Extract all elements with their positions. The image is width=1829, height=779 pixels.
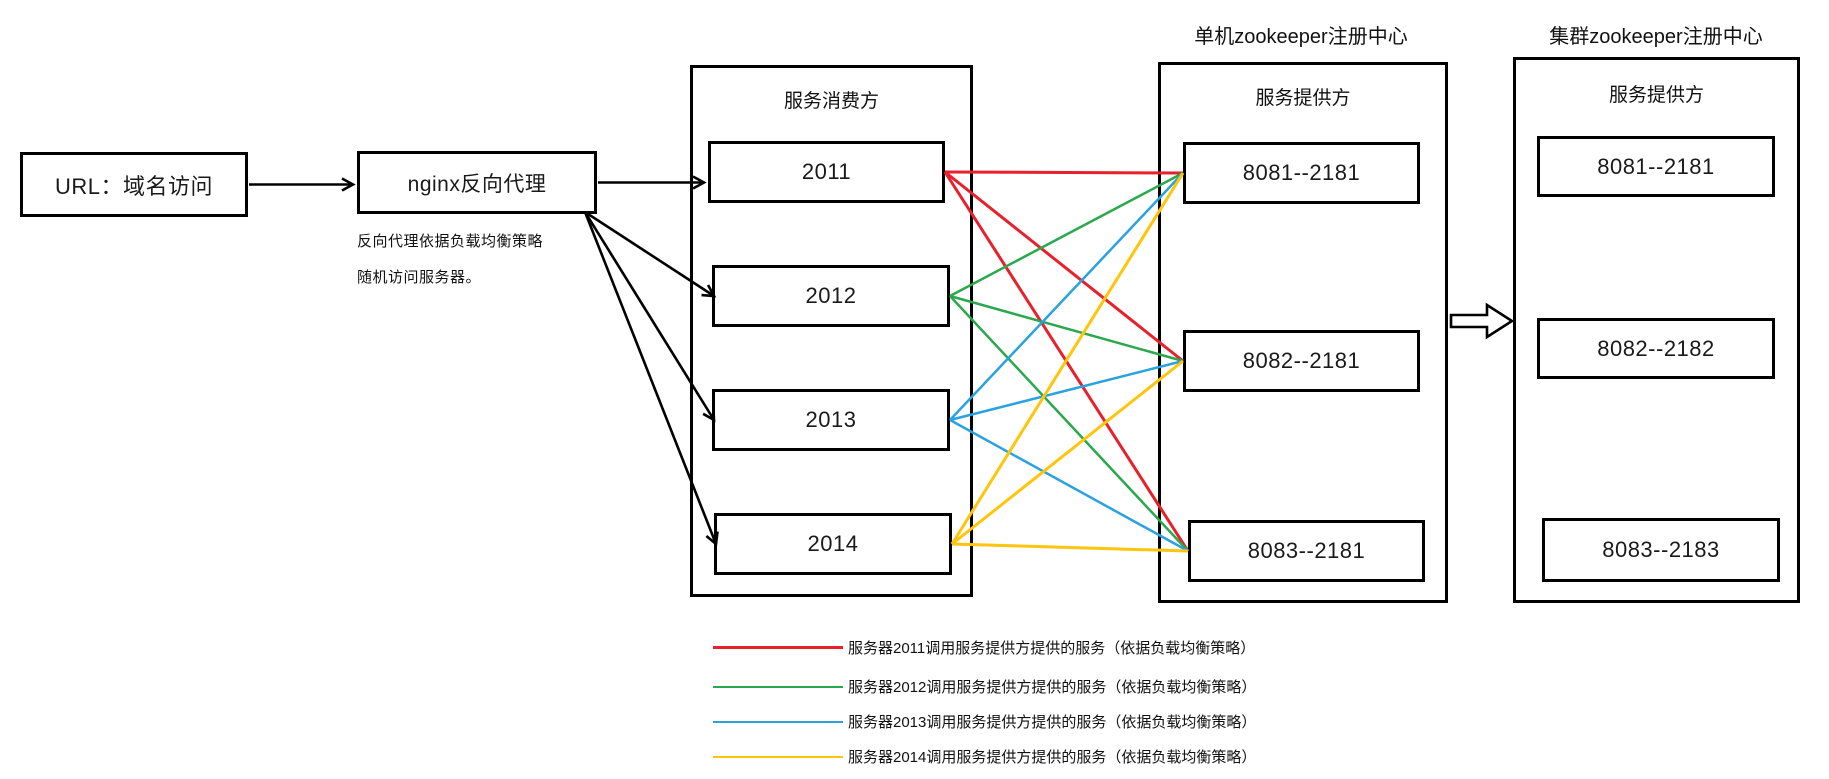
cluster-provider-box-8083-2183: 8083--2183 xyxy=(1542,518,1780,582)
legend-row: 服务器2014调用服务提供方提供的服务（依据负载均衡策略） xyxy=(713,746,1256,767)
legend-label: 服务器2013调用服务提供方提供的服务（依据负载均衡策略） xyxy=(848,714,1257,731)
connection-line xyxy=(949,418,1189,553)
cluster-provider-box-8082-2182: 8082--2182 xyxy=(1537,318,1775,379)
legend-label: 服务器2011调用服务提供方提供的服务（依据负载均衡策略） xyxy=(848,640,1256,657)
connection-line xyxy=(949,359,1184,422)
legend-row: 服务器2011调用服务提供方提供的服务（依据负载均衡策略） xyxy=(713,637,1255,658)
nginx-note-line-2: 随机访问服务器。 xyxy=(357,269,482,286)
connection-line xyxy=(951,359,1184,546)
migration-arrow xyxy=(1449,302,1515,340)
legend-line-2012-icon xyxy=(713,685,843,688)
cluster-zk-provider-title: 服务提供方 xyxy=(1608,85,1704,106)
legend-line-2011-icon xyxy=(713,646,843,649)
consumer-box-2013: 2013 xyxy=(712,389,950,451)
connection-line xyxy=(943,171,1190,552)
url-box: URL：域名访问 xyxy=(20,152,248,217)
connection-line xyxy=(949,295,1189,552)
legend-label: 服务器2014调用服务提供方提供的服务（依据负载均衡策略） xyxy=(848,749,1257,766)
consumer-box-2014: 2014 xyxy=(714,513,952,575)
connection-line xyxy=(951,542,1189,553)
single-zk-heading: 单机zookeeper注册中心 xyxy=(1194,26,1408,48)
connection-line xyxy=(944,170,1184,363)
legend-label: 服务器2012调用服务提供方提供的服务（依据负载均衡策略） xyxy=(848,679,1257,696)
nginx-note-line-1: 反向代理依据负载均衡策略 xyxy=(357,233,544,250)
cluster-zk-heading: 集群zookeeper注册中心 xyxy=(1549,26,1763,48)
single-zk-provider-title: 服务提供方 xyxy=(1255,88,1351,109)
connection-line xyxy=(950,172,1185,545)
consumer-panel-title: 服务消费方 xyxy=(783,91,879,112)
connection-line xyxy=(949,171,1184,298)
connection-line xyxy=(949,172,1184,421)
single-provider-box-8083-2181: 8083--2181 xyxy=(1188,520,1425,582)
consumer-box-2012: 2012 xyxy=(712,265,950,327)
connection-line xyxy=(944,170,1184,175)
legend-line-2013-icon xyxy=(713,720,843,723)
legend-row: 服务器2013调用服务提供方提供的服务（依据负载均衡策略） xyxy=(713,711,1256,732)
single-provider-box-8081-2181: 8081--2181 xyxy=(1183,142,1420,204)
consumer-box-2011: 2011 xyxy=(708,141,945,203)
cluster-provider-box-8081-2181: 8081--2181 xyxy=(1537,136,1775,197)
connection-line xyxy=(949,294,1184,363)
single-provider-box-8082-2181: 8082--2181 xyxy=(1183,330,1420,392)
legend-row: 服务器2012调用服务提供方提供的服务（依据负载均衡策略） xyxy=(713,676,1256,697)
legend-line-2014-icon xyxy=(713,755,843,758)
nginx-box: nginx反向代理 xyxy=(357,151,597,214)
